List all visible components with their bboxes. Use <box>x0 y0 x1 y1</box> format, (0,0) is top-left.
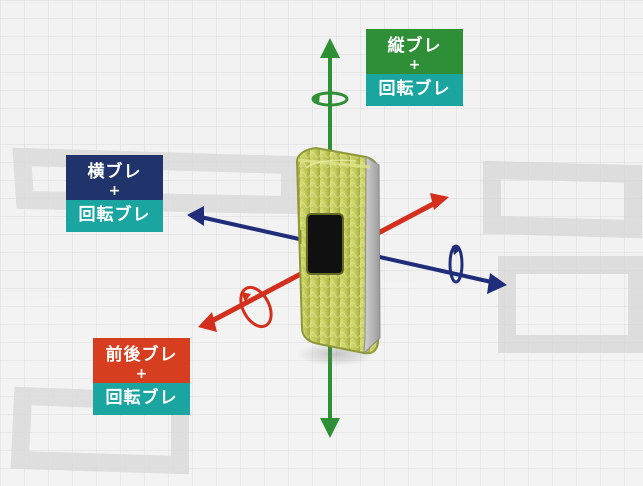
vertical-rotation-box: 回転ブレ <box>366 74 463 106</box>
front-back-plus: + <box>135 366 148 382</box>
horizontal-shake-label: 横ブレ + 回転ブレ <box>66 155 163 232</box>
horizontal-rotation-text: 回転ブレ <box>78 205 151 225</box>
horizontal-axis-right-arrow-icon <box>487 273 507 294</box>
horizontal-plus: + <box>108 183 121 199</box>
vertical-axis-top-arrow-icon <box>320 38 340 58</box>
horizontal-rotation-arrow-icon <box>448 244 464 284</box>
horizontal-rotation-box: 回転ブレ <box>66 200 163 232</box>
phone-screen <box>306 213 344 275</box>
front-back-shake-title-box: 前後ブレ + <box>93 338 190 383</box>
front-back-axis-lower-arrow-icon <box>198 312 217 332</box>
front-back-shake-title: 前後ブレ <box>105 345 178 365</box>
front-back-rotation-arrow-icon <box>239 285 273 329</box>
horizontal-axis-left-arrow-icon <box>187 206 204 226</box>
front-back-shake-label: 前後ブレ + 回転ブレ <box>93 338 190 415</box>
vertical-shake-label: 縦ブレ + 回転ブレ <box>366 29 463 106</box>
vertical-rotation-text: 回転ブレ <box>378 79 451 99</box>
horizontal-shake-title: 横ブレ <box>87 162 142 182</box>
front-back-rotation-box: 回転ブレ <box>93 383 190 415</box>
vertical-plus: + <box>408 57 421 73</box>
flip-phone-icon <box>295 146 381 355</box>
front-back-axis-upper-arrow-icon <box>430 193 449 210</box>
horizontal-shake-title-box: 横ブレ + <box>66 155 163 200</box>
vertical-shake-title: 縦ブレ <box>387 36 442 56</box>
vertical-axis-bottom-arrow-icon <box>320 418 340 438</box>
vertical-shake-title-box: 縦ブレ + <box>366 29 463 74</box>
front-back-rotation-text: 回転ブレ <box>105 388 178 408</box>
